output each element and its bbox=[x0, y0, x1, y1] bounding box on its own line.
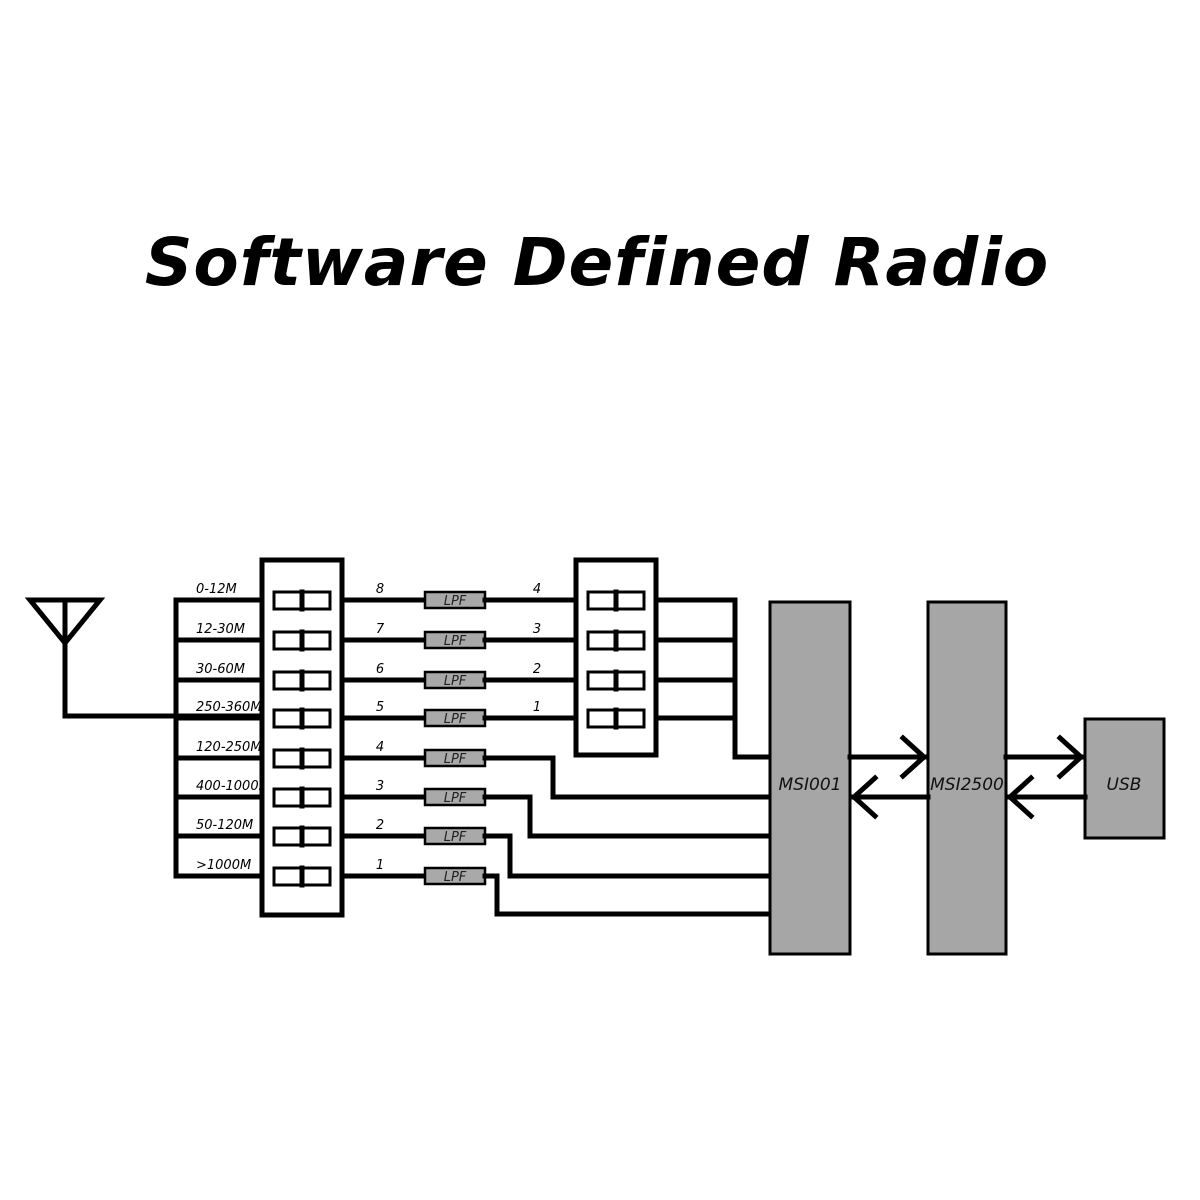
band-label: 50-120M bbox=[196, 818, 253, 833]
msi2500-to-usb-arrow bbox=[1003, 734, 1085, 780]
band-label: 120-250M bbox=[196, 740, 262, 755]
lpf-label: LPF bbox=[444, 791, 467, 806]
usb-to-msi2500-arrow bbox=[1006, 774, 1088, 820]
lpf-label: LPF bbox=[444, 674, 467, 689]
mux-input-number: 4 bbox=[533, 582, 541, 597]
filter-mux-cells bbox=[586, 589, 646, 730]
diagram-title: Software Defined Radio bbox=[145, 224, 1049, 301]
lpf-label: LPF bbox=[444, 752, 467, 767]
band-switch-cells bbox=[272, 589, 332, 888]
switch-output-number: 6 bbox=[376, 662, 384, 677]
lpf-label: LPF bbox=[444, 712, 467, 727]
switch-output-number: 3 bbox=[376, 779, 384, 794]
band-bus: 0-12M 12-30M 30-60M 250-360M 120-250M 400-100… bbox=[173, 582, 270, 879]
band-label: 0-12M bbox=[196, 582, 237, 597]
lpf-direct-line bbox=[482, 794, 773, 839]
lpf-label: LPF bbox=[444, 830, 467, 845]
switch-output-number: 7 bbox=[376, 622, 385, 637]
band-label: 30-60M bbox=[196, 662, 245, 677]
lpf-direct-line bbox=[482, 755, 773, 800]
band-label: 400-1000M bbox=[196, 779, 270, 794]
band-label: 250-360M bbox=[196, 700, 262, 715]
mux-input-number: 1 bbox=[533, 700, 541, 715]
switch-output-number: 8 bbox=[376, 582, 384, 597]
mux-input-number: 3 bbox=[533, 622, 541, 637]
msi2500-label: MSI2500 bbox=[930, 775, 1004, 795]
lpf-direct-line bbox=[482, 873, 773, 917]
mux-input-number: 2 bbox=[533, 662, 541, 677]
msi2500-block bbox=[926, 600, 1008, 956]
lpf-label: LPF bbox=[444, 594, 467, 609]
band-label: 12-30M bbox=[196, 622, 245, 637]
usb-block bbox=[1083, 717, 1166, 840]
switch-output-number: 1 bbox=[376, 858, 384, 873]
switch-output-number: 5 bbox=[376, 700, 384, 715]
mux-output-lines bbox=[653, 597, 773, 760]
band-label: >1000M bbox=[196, 858, 251, 873]
band-switch bbox=[259, 557, 345, 918]
usb-label: USB bbox=[1107, 775, 1142, 795]
lpf-label: LPF bbox=[444, 634, 467, 649]
msi001-block bbox=[768, 600, 852, 956]
lpf-direct-line bbox=[482, 833, 773, 879]
switch-output-number: 4 bbox=[376, 740, 384, 755]
lpf-label: LPF bbox=[444, 870, 467, 885]
msi2500-to-msi001-arrow bbox=[850, 774, 931, 820]
msi001-to-msi2500-arrow bbox=[847, 734, 928, 780]
antenna-icon bbox=[24, 597, 265, 719]
msi001-label: MSI001 bbox=[779, 775, 842, 795]
switch-output-number: 2 bbox=[376, 818, 384, 833]
